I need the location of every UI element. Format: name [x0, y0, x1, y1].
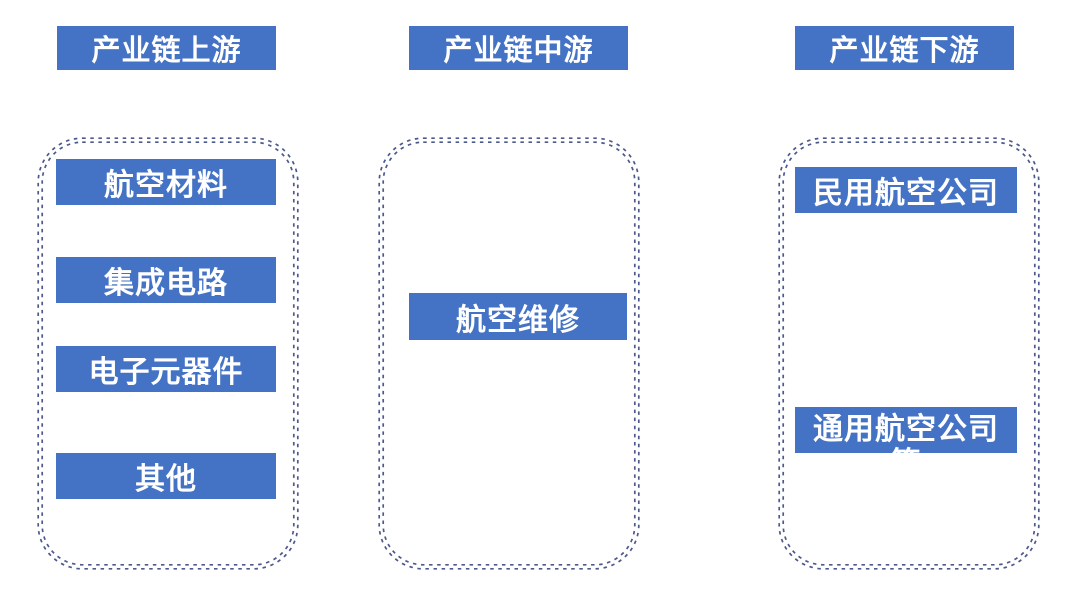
upstream-panel: 航空材料 集成电路 电子元器件 其他	[37, 137, 299, 570]
downstream-panel: 民用航空公司 通用航空公司等	[778, 137, 1040, 570]
dashed-border	[37, 137, 299, 570]
item-electronic-components: 电子元器件	[56, 346, 276, 392]
header-midstream: 产业链中游	[409, 26, 628, 70]
header-downstream: 产业链下游	[795, 26, 1014, 70]
item-civil-aviation-companies: 民用航空公司	[795, 167, 1017, 213]
item-aviation-materials: 航空材料	[56, 159, 276, 205]
item-general-aviation-companies: 通用航空公司等	[795, 407, 1017, 453]
midstream-panel: 航空维修	[378, 137, 640, 570]
item-aviation-maintenance: 航空维修	[409, 293, 627, 340]
header-upstream: 产业链上游	[57, 26, 276, 70]
item-integrated-circuits: 集成电路	[56, 257, 276, 303]
item-others: 其他	[56, 453, 276, 499]
dashed-border	[778, 137, 1040, 570]
dashed-border	[378, 137, 640, 570]
